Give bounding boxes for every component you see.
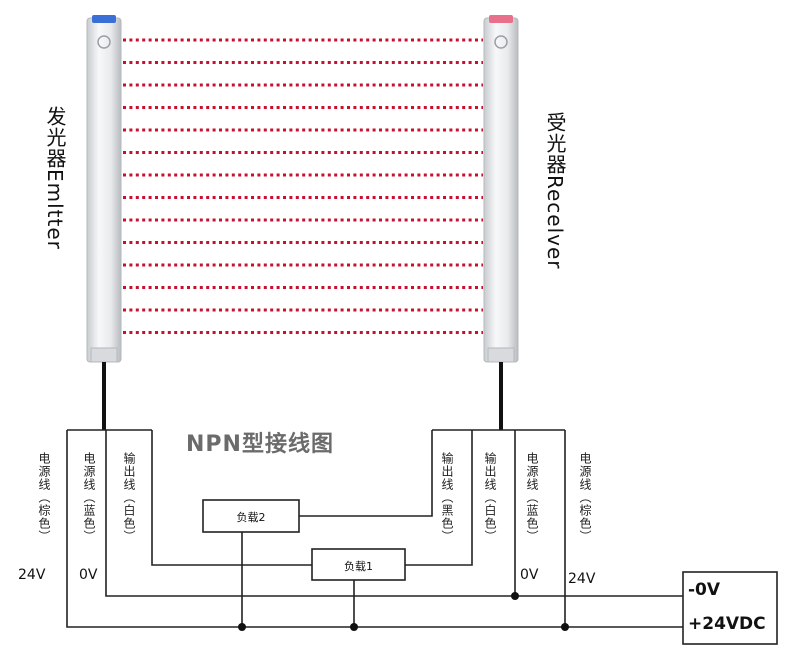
voltage-right-0v: 0V bbox=[520, 567, 539, 583]
emitter-bar bbox=[86, 17, 122, 363]
diagram-title: NPN型接线图 bbox=[186, 432, 334, 457]
load-1-label: 负载1 bbox=[344, 560, 373, 573]
emitter-label: 发光器Emltter bbox=[43, 106, 67, 250]
wire-label-receiver-black: 输出线（黑色） bbox=[440, 452, 454, 543]
emitter-led bbox=[92, 15, 116, 23]
power-supply-box bbox=[682, 571, 778, 645]
wire-label-receiver-blue: 电源线（蓝色） bbox=[525, 452, 539, 543]
wire-label-emitter-brown: 电源线（棕色） bbox=[37, 452, 51, 543]
load-2-box bbox=[202, 499, 300, 533]
wire-label-receiver-brown: 电源线（棕色） bbox=[578, 452, 592, 543]
receiver-bar bbox=[483, 17, 519, 363]
receiver-label: 受光器Recelver bbox=[543, 112, 567, 270]
load-1-box bbox=[311, 548, 406, 581]
wire-label-emitter-white: 输出线（白色） bbox=[122, 452, 136, 543]
wire-label-receiver-white: 输出线（白色） bbox=[483, 452, 497, 543]
voltage-left-24v: 24V bbox=[18, 567, 46, 583]
wire-label-emitter-blue: 电源线（蓝色） bbox=[82, 452, 96, 543]
receiver-led bbox=[489, 15, 513, 23]
receiver-logo-icon bbox=[494, 35, 508, 49]
load-2-label: 负载2 bbox=[236, 511, 266, 524]
voltage-right-24v: 24V bbox=[568, 571, 596, 587]
junction-dots bbox=[238, 592, 569, 631]
psu-plus-label: +24VDC bbox=[688, 614, 766, 634]
emitter-foot bbox=[90, 347, 118, 363]
emitter-logo-icon bbox=[97, 35, 111, 49]
voltage-left-0v: 0V bbox=[79, 567, 98, 583]
psu-minus-label: -0V bbox=[688, 580, 721, 600]
light-beams bbox=[123, 38, 483, 334]
receiver-foot bbox=[487, 347, 515, 363]
